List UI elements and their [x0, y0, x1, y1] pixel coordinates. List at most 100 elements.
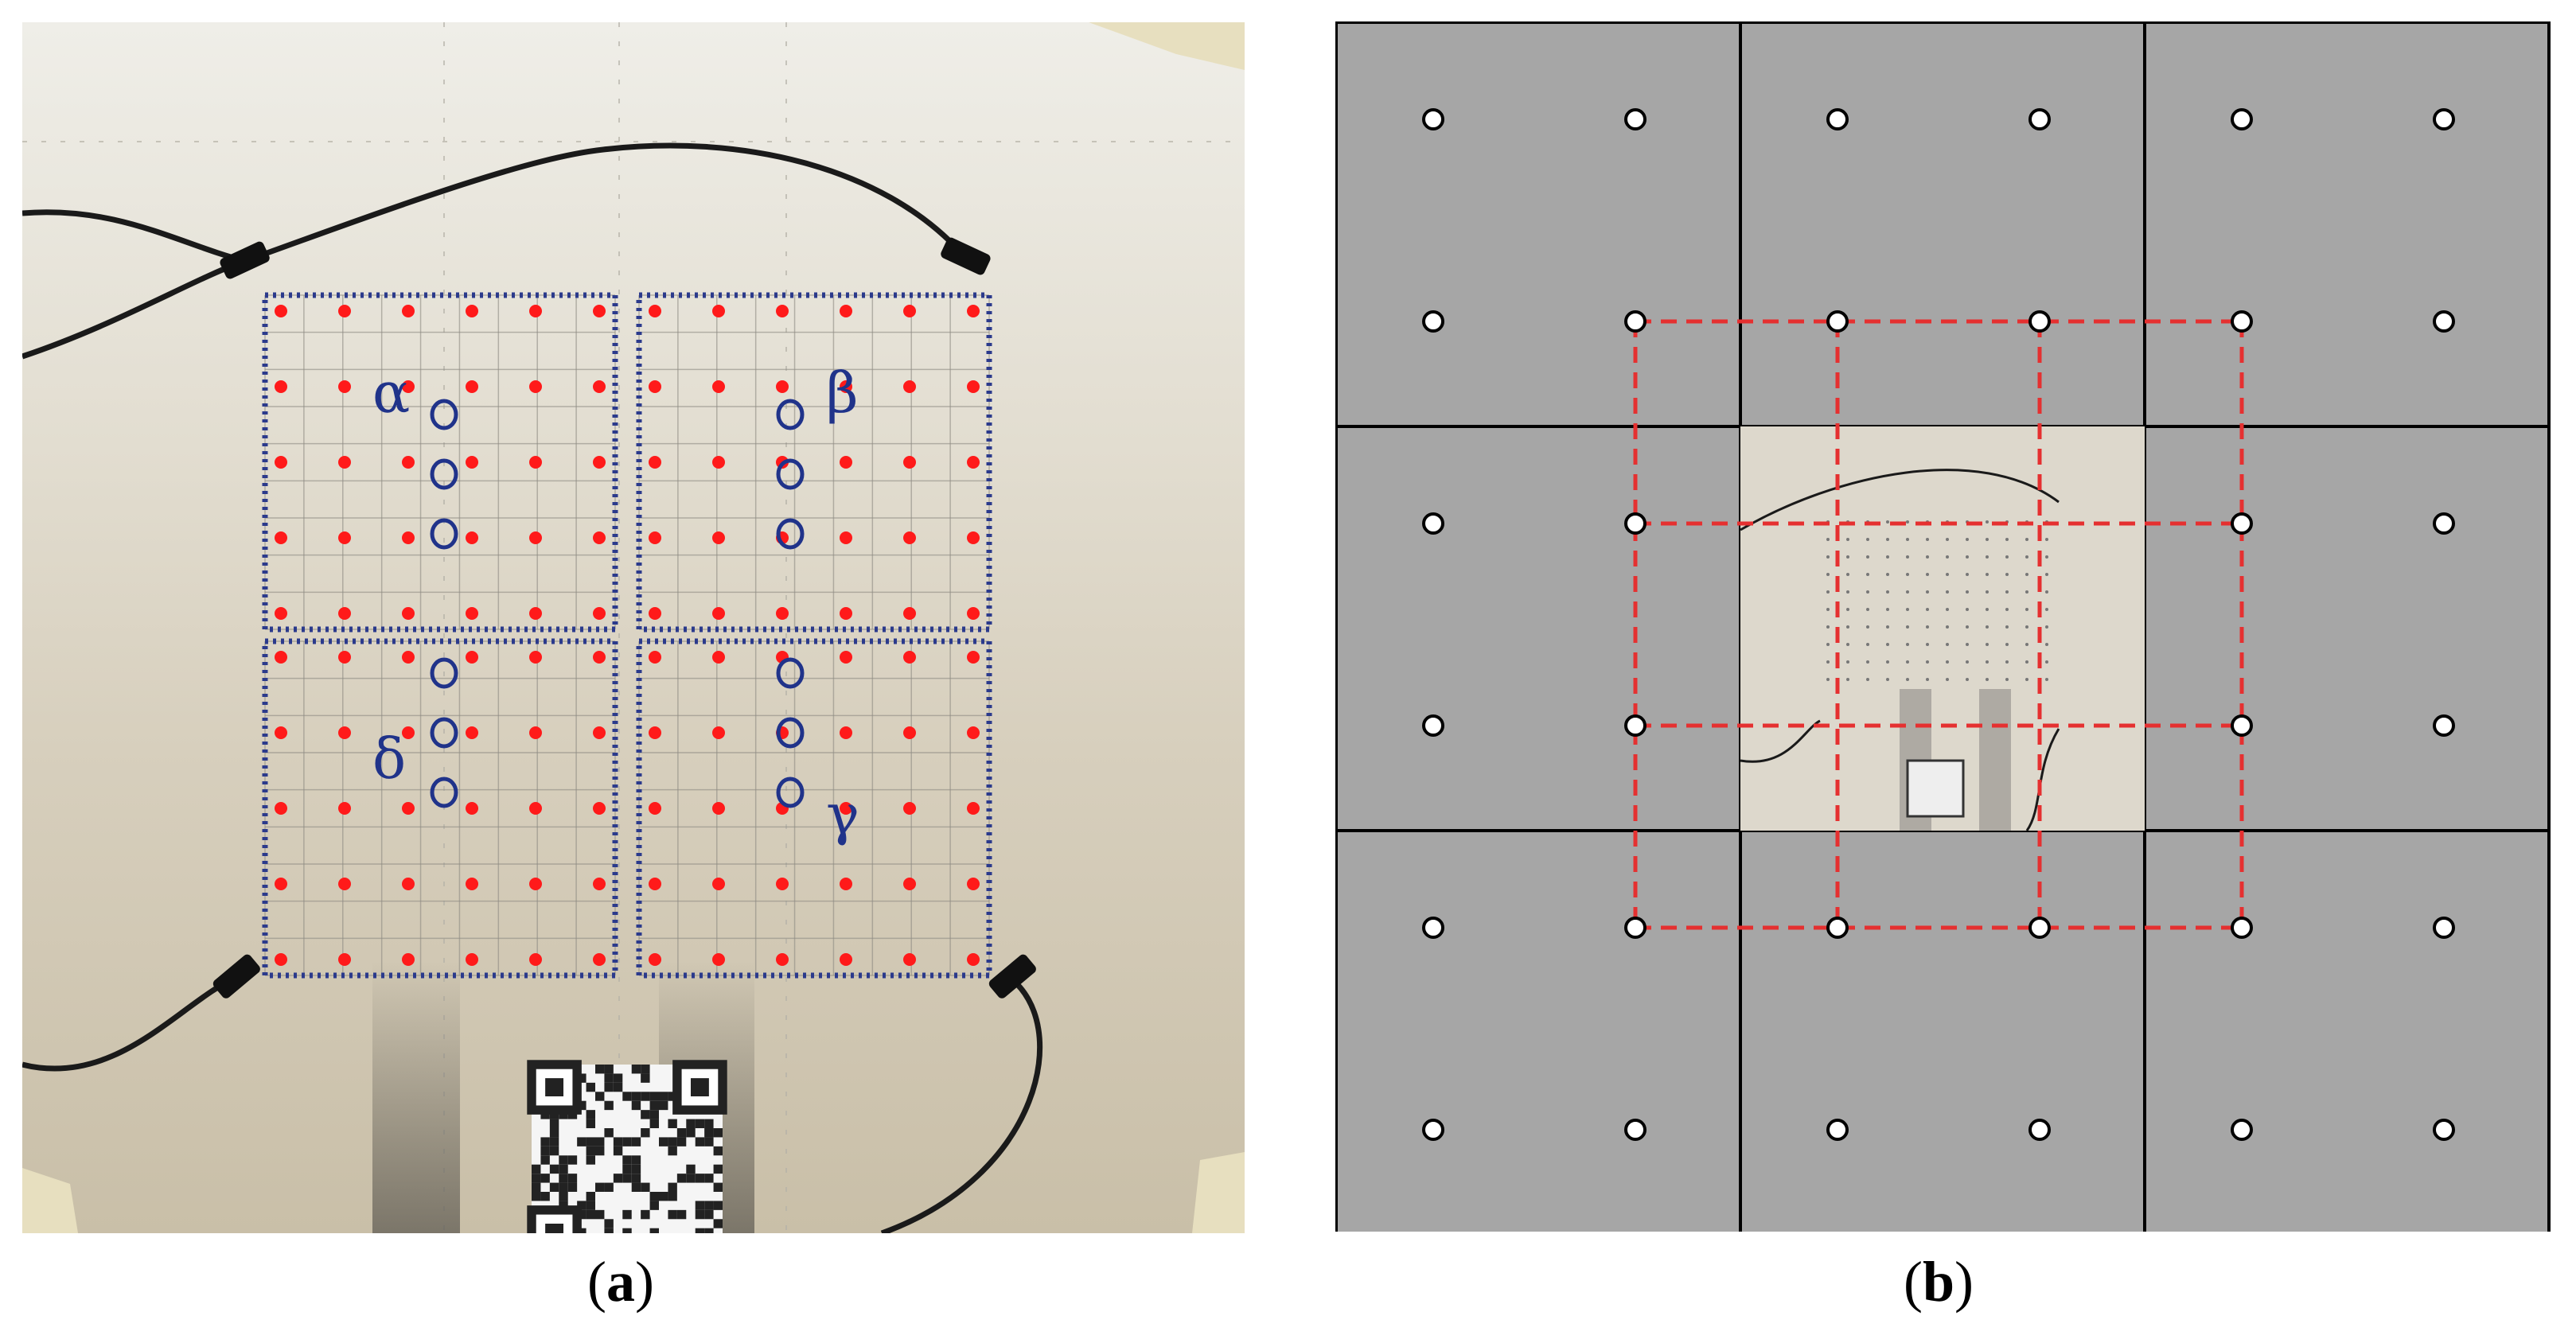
caption-b-close: )	[1954, 1250, 1974, 1314]
qr-module	[604, 1073, 614, 1083]
thumb-dot	[1886, 660, 1889, 664]
thumb-dot	[1946, 538, 1949, 541]
thumb-dot	[1886, 625, 1889, 629]
qr-module	[604, 1182, 614, 1192]
marker-point	[1624, 917, 1647, 939]
qr-module	[659, 1137, 668, 1146]
red-measurement-dot	[338, 305, 351, 317]
qr-module	[631, 1137, 641, 1146]
red-measurement-dot	[338, 878, 351, 890]
qr-module	[659, 1100, 668, 1111]
thumb-dot	[1906, 555, 1909, 559]
qr-code-icon	[1906, 759, 1965, 818]
red-measurement-dot	[967, 305, 980, 317]
thumb-dot	[1886, 520, 1889, 524]
thumb-dot	[1826, 555, 1830, 559]
caption-b-open: (	[1904, 1250, 1923, 1314]
marker-point	[2433, 1119, 2455, 1141]
thumb-dot	[1866, 643, 1869, 646]
qr-module	[622, 1155, 632, 1165]
qr-module	[713, 1128, 723, 1138]
thumb-dot	[1866, 625, 1869, 629]
thumb-dot	[2045, 538, 2048, 541]
marker-point	[2028, 917, 2051, 939]
red-measurement-dot	[402, 726, 415, 739]
thumb-dot	[1966, 678, 1969, 681]
red-measurement-dot	[649, 380, 661, 393]
quadrant-2: β	[636, 292, 992, 633]
marker-point	[1422, 512, 1444, 535]
qr-module	[704, 1228, 714, 1233]
red-measurement-dot	[840, 531, 852, 544]
thumb-dot	[1986, 555, 1989, 559]
red-measurement-dot	[712, 531, 725, 544]
thumb-dot	[1986, 608, 1989, 611]
qr-module	[532, 1192, 541, 1201]
qr-module	[549, 1182, 559, 1192]
qr-module	[649, 1119, 659, 1128]
red-measurement-dot	[967, 878, 980, 890]
thumb-dot	[1846, 590, 1849, 594]
qr-module	[567, 1182, 578, 1192]
marker-point	[2028, 1119, 2051, 1141]
quadrant-4: γ	[636, 638, 992, 979]
red-measurement-dot	[466, 305, 478, 317]
qr-module	[695, 1228, 705, 1233]
red-measurement-dot	[840, 953, 852, 966]
ring-marker-icon	[776, 458, 805, 490]
thumb-dot	[1826, 643, 1830, 646]
qr-module	[586, 1082, 595, 1092]
tape-top-right	[1089, 22, 1245, 70]
tile	[1335, 21, 1742, 428]
ring-marker-icon	[776, 518, 805, 550]
red-measurement-dot	[529, 802, 542, 815]
red-measurement-dot	[275, 531, 287, 544]
tile	[2143, 21, 2551, 428]
red-measurement-dot	[275, 651, 287, 664]
qr-module	[713, 1182, 723, 1192]
qr-module	[676, 1128, 687, 1138]
red-measurement-dot	[593, 305, 606, 317]
red-measurement-dot	[593, 456, 606, 469]
thumb-dot	[2005, 643, 2009, 646]
thumb-dot	[1966, 538, 1969, 541]
quadrant-label: α	[372, 360, 410, 426]
qr-module	[668, 1146, 677, 1156]
thumb-dot	[2025, 590, 2028, 594]
marker-point	[1422, 714, 1444, 737]
red-measurement-dot	[903, 380, 916, 393]
qr-module	[686, 1119, 696, 1128]
panel-b-canvas	[1335, 21, 2551, 1232]
tile	[1739, 21, 2146, 428]
red-measurement-dot	[275, 607, 287, 620]
qr-module	[540, 1146, 550, 1156]
qr-module	[649, 1092, 659, 1101]
thumb-dot	[1926, 643, 1929, 646]
thumb-dot	[1926, 608, 1929, 611]
red-measurement-dot	[529, 456, 542, 469]
red-measurement-dot	[529, 607, 542, 620]
qr-finder-center	[545, 1078, 563, 1096]
tape-bottom-right	[1192, 1152, 1245, 1233]
qr-module	[577, 1201, 587, 1210]
thumb-dot	[1846, 678, 1849, 681]
qr-module	[713, 1146, 723, 1156]
marker-point	[2231, 310, 2253, 333]
qr-module	[622, 1164, 632, 1174]
marker-point	[2231, 1119, 2253, 1141]
caption-a: (a)	[587, 1249, 654, 1315]
ring-marker-icon	[430, 518, 458, 550]
thumb-dot	[1906, 678, 1909, 681]
ring-marker-icon	[776, 657, 805, 689]
tile	[1335, 829, 1742, 1232]
marker-point	[1624, 310, 1647, 333]
quadrant-outline	[262, 292, 618, 633]
qr-module	[586, 1201, 595, 1210]
marker-points	[1422, 108, 2455, 1141]
qr-module	[649, 1110, 659, 1119]
red-measurement-dot	[529, 878, 542, 890]
red-measurement-dot	[712, 953, 725, 966]
thumb-dot	[1826, 573, 1830, 576]
qr-module	[695, 1137, 705, 1146]
red-measurement-dot	[466, 802, 478, 815]
